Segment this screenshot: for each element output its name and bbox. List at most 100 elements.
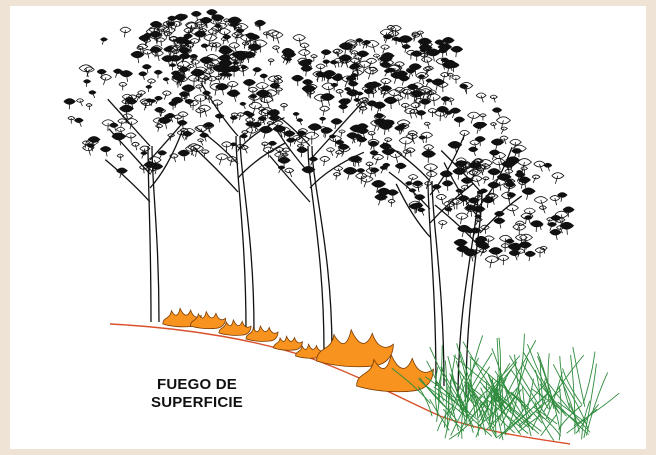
flame	[190, 312, 225, 329]
leaf-cluster	[402, 45, 410, 53]
leaf-cluster	[119, 82, 127, 90]
leaf-cluster	[86, 104, 92, 111]
leaf-cluster	[368, 131, 375, 139]
leaf-cluster	[331, 83, 338, 90]
leaf-cluster	[253, 68, 261, 76]
leaf-cluster	[424, 164, 437, 176]
tree-trunk	[148, 146, 159, 322]
tree-canopy	[64, 10, 574, 268]
leaf-cluster	[308, 124, 321, 136]
leaf-cluster	[384, 97, 397, 109]
leaf-cluster	[260, 96, 273, 108]
leaf-cluster	[467, 112, 479, 123]
leaf-cluster	[357, 169, 365, 177]
leaf-cluster	[438, 221, 447, 229]
leaf-cluster	[326, 148, 334, 156]
leaf-cluster	[259, 126, 273, 138]
label-line-1: FUEGO DE	[122, 376, 272, 394]
leaf-cluster	[185, 99, 194, 107]
leaf-cluster	[460, 82, 473, 94]
leaf-cluster	[336, 89, 343, 97]
leaf-cluster	[68, 116, 75, 123]
leaf-cluster	[364, 67, 377, 79]
leaf-cluster	[126, 133, 136, 143]
leaf-cluster	[131, 51, 144, 63]
leaf-cluster	[381, 90, 389, 98]
leaf-cluster	[100, 146, 111, 156]
leaf-cluster	[421, 57, 432, 67]
leaf-cluster	[293, 35, 305, 46]
leaf-cluster	[451, 46, 463, 57]
grass-tuft	[392, 334, 619, 441]
surface-fire-label: FUEGO DE SUPERFICIE	[122, 376, 272, 412]
leaf-cluster	[84, 80, 91, 87]
leaf-cluster	[331, 119, 342, 129]
leaf-cluster	[292, 75, 304, 86]
leaf-cluster	[170, 64, 176, 71]
leaf-cluster	[158, 151, 167, 159]
grass-blade	[584, 364, 597, 438]
leaf-cluster	[426, 171, 437, 181]
leaf-cluster	[74, 118, 83, 127]
leaf-cluster	[454, 117, 464, 127]
leaf-cluster	[491, 139, 503, 150]
leaf-cluster	[406, 69, 415, 78]
leaf-cluster	[215, 114, 224, 122]
leaf-cluster	[237, 113, 244, 120]
leaf-cluster	[368, 141, 378, 150]
leaf-cluster	[456, 213, 468, 224]
leaf-cluster	[373, 54, 380, 61]
flame	[317, 330, 394, 367]
leaf-cluster	[361, 176, 373, 187]
leaf-cluster	[155, 124, 162, 132]
tree-trunk	[308, 146, 332, 351]
leaf-cluster	[461, 178, 473, 189]
leaf-cluster	[154, 70, 162, 78]
leaf-cluster	[522, 188, 535, 200]
leaf-cluster	[382, 148, 395, 159]
tree-branch	[270, 155, 310, 202]
leaf-cluster	[141, 151, 148, 158]
leaf-cluster	[333, 173, 340, 180]
leaf-cluster	[534, 161, 545, 172]
leaf-cluster	[532, 175, 540, 183]
flame	[274, 336, 303, 350]
leaf-cluster	[489, 247, 503, 259]
tree-branch	[194, 147, 238, 192]
leaf-cluster	[120, 71, 132, 82]
leaf-cluster	[116, 168, 127, 178]
leaf-cluster	[320, 156, 330, 166]
leaf-cluster	[506, 182, 515, 191]
leaf-cluster	[101, 38, 108, 45]
leaf-cluster	[260, 74, 267, 82]
leaf-cluster	[131, 142, 139, 150]
leaf-cluster	[476, 93, 486, 102]
leaf-cluster	[139, 72, 147, 80]
leaf-cluster	[395, 163, 406, 173]
leaf-cluster	[544, 163, 552, 171]
leaf-cluster	[380, 166, 387, 174]
leaf-cluster	[473, 122, 485, 133]
leaf-cluster	[485, 256, 499, 268]
leaf-cluster	[157, 38, 165, 46]
leaf-cluster	[330, 60, 337, 67]
leaf-cluster	[492, 108, 501, 117]
leaf-cluster	[423, 67, 431, 75]
leaf-cluster	[190, 39, 199, 48]
leaf-cluster	[146, 85, 152, 92]
leaf-cluster	[550, 196, 560, 206]
leaf-cluster	[163, 78, 169, 85]
leaf-cluster	[270, 32, 283, 44]
grass-blade	[583, 352, 595, 404]
leaf-cluster	[518, 177, 530, 188]
leaf-cluster	[221, 142, 231, 152]
leaf-cluster	[550, 229, 561, 239]
leaf-cluster	[323, 60, 330, 67]
leaf-cluster	[120, 27, 131, 37]
leaf-cluster	[560, 222, 574, 234]
leaf-cluster	[155, 96, 163, 104]
leaf-cluster	[335, 151, 342, 158]
leaf-cluster	[338, 144, 349, 154]
leaf-cluster	[442, 181, 453, 191]
leaf-cluster	[64, 99, 75, 110]
